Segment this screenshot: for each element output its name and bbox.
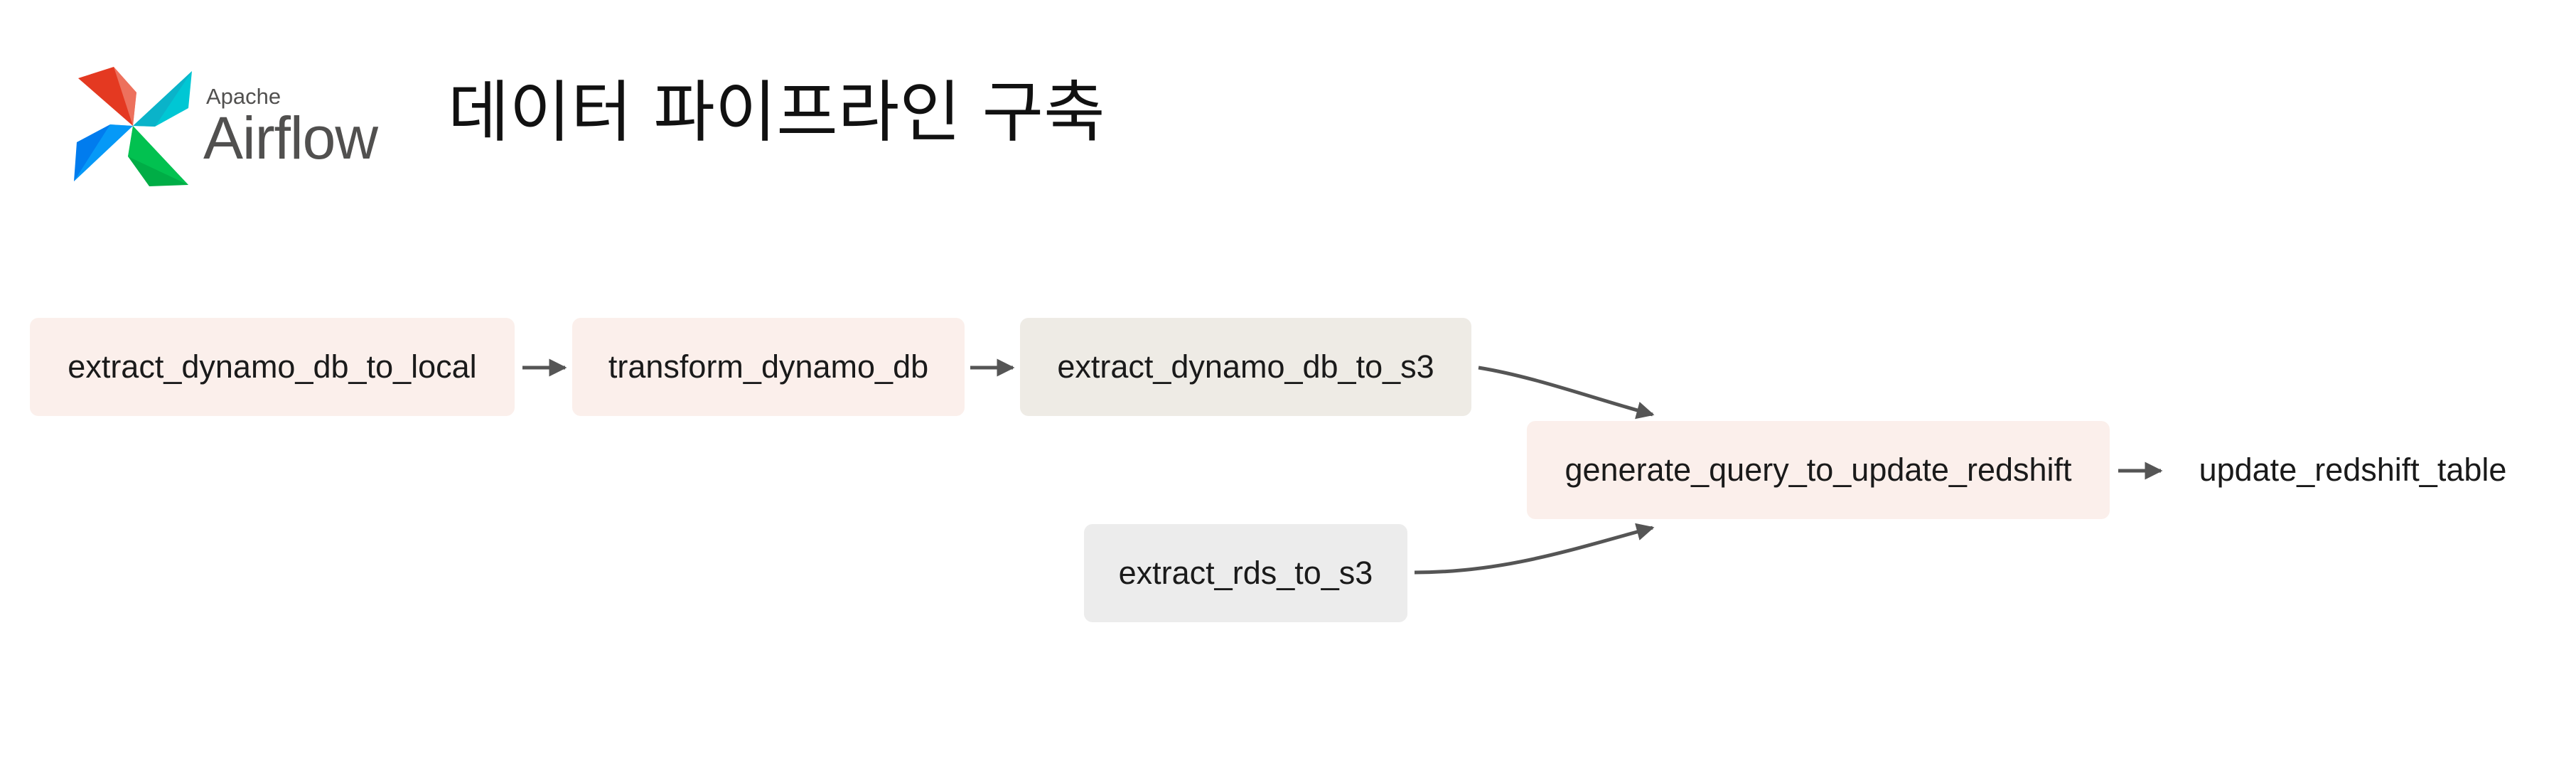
task-label: extract_rds_to_s3 xyxy=(1118,555,1373,591)
task-label: update_redshift_table xyxy=(2199,452,2507,488)
edge-dynamo-s3-to-generate xyxy=(1478,366,1655,420)
logo-airflow-text: Airflow xyxy=(203,105,378,171)
task-transform-dynamo-db[interactable]: transform_dynamo_db xyxy=(572,318,965,416)
task-extract-rds-to-s3[interactable]: extract_rds_to_s3 xyxy=(1084,524,1407,622)
task-label: generate_query_to_update_redshift xyxy=(1565,452,2072,488)
airflow-logo: Apache Airflow xyxy=(71,64,391,188)
task-label: extract_dynamo_db_to_local xyxy=(68,348,477,385)
edge-rds-s3-to-generate xyxy=(1414,523,1655,575)
task-label: transform_dynamo_db xyxy=(608,348,929,385)
task-label: extract_dynamo_db_to_s3 xyxy=(1057,348,1434,385)
task-update-redshift-table[interactable]: update_redshift_table xyxy=(2175,421,2531,519)
logo-apache-text: Apache xyxy=(206,84,281,109)
airflow-pinwheel-icon xyxy=(74,67,192,186)
task-generate-query-to-update-redshift[interactable]: generate_query_to_update_redshift xyxy=(1527,421,2110,519)
page-title: 데이터 파이프라인 구축 xyxy=(448,74,1105,151)
task-extract-dynamo-db-to-s3[interactable]: extract_dynamo_db_to_s3 xyxy=(1020,318,1471,416)
task-extract-dynamo-db-to-local[interactable]: extract_dynamo_db_to_local xyxy=(30,318,515,416)
